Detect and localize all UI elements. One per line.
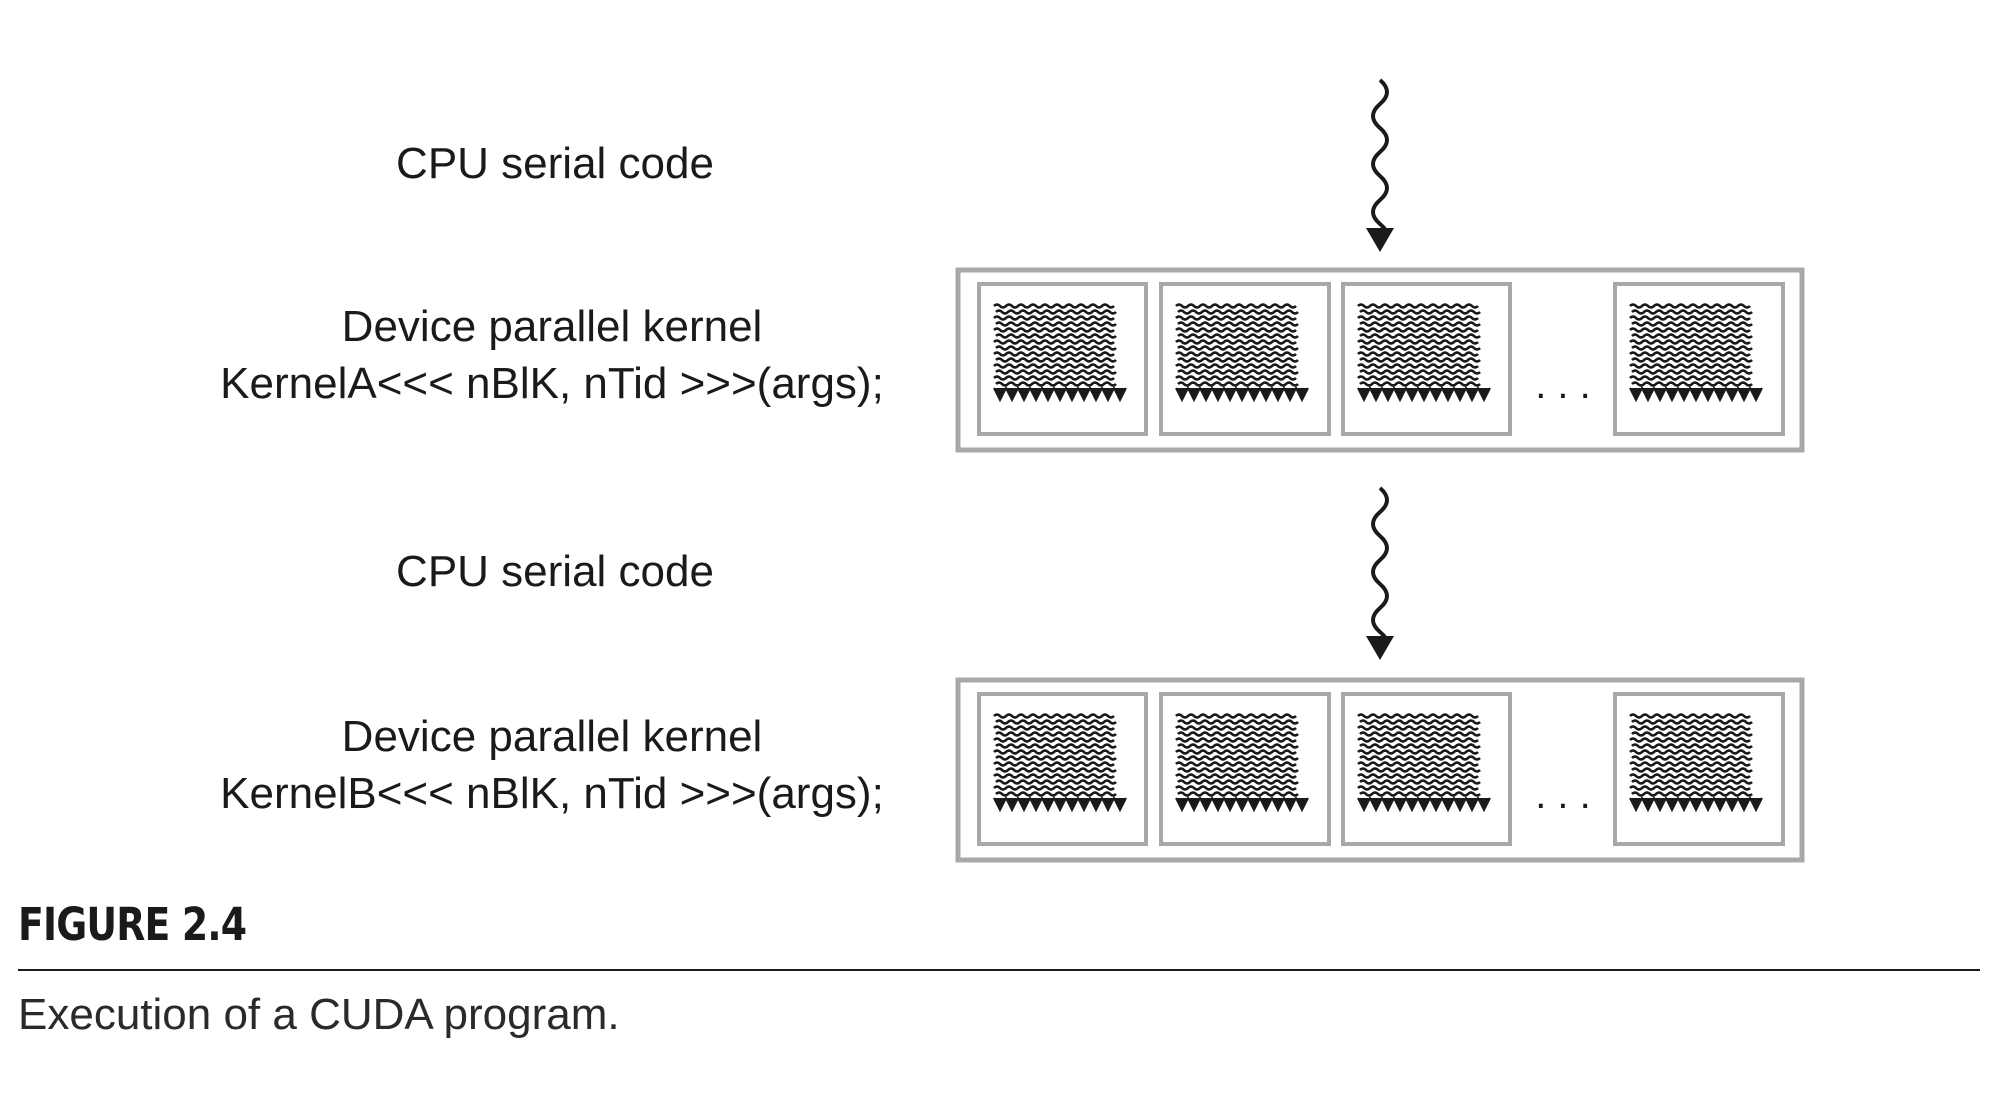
serial-arrow-1 (1366, 78, 1394, 252)
kernel-grid-b: . . . (955, 677, 1805, 863)
kernel-label-a: Device parallel kernel KernelA<<< nBlK, … (152, 298, 952, 412)
ellipsis-a: . . . (1535, 363, 1591, 407)
ellipsis-b: . . . (1535, 773, 1591, 817)
cuda-execution-diagram: . . . . . . (955, 78, 1805, 863)
kernel-label-a-title: Device parallel kernel (341, 302, 763, 351)
serial-label-2-text: CPU serial code (396, 547, 714, 596)
thread-block-b2 (1159, 692, 1331, 846)
serial-arrow-2 (1366, 486, 1394, 660)
kernel-label-b-title: Device parallel kernel (341, 712, 763, 761)
serial-label-1-text: CPU serial code (396, 139, 714, 188)
serial-label-2: CPU serial code (355, 543, 755, 600)
thread-block-a4 (1613, 282, 1785, 436)
serial-label-1: CPU serial code (355, 135, 755, 192)
kernel-label-a-call: KernelA<<< nBlK, nTid >>>(args); (220, 359, 884, 408)
thread-block-a2 (1159, 282, 1331, 436)
thread-block-b4 (1613, 692, 1785, 846)
figure-caption: Execution of a CUDA program. (18, 985, 620, 1045)
figure-label: FIGURE 2.4 (18, 898, 247, 951)
kernel-grid-a: . . . (955, 267, 1805, 453)
kernel-label-b: Device parallel kernel KernelB<<< nBlK, … (152, 708, 952, 822)
kernel-label-b-call: KernelB<<< nBlK, nTid >>>(args); (220, 769, 884, 818)
figure-caption-text: Execution of a CUDA program. (18, 990, 620, 1039)
caption-divider (18, 969, 1980, 971)
